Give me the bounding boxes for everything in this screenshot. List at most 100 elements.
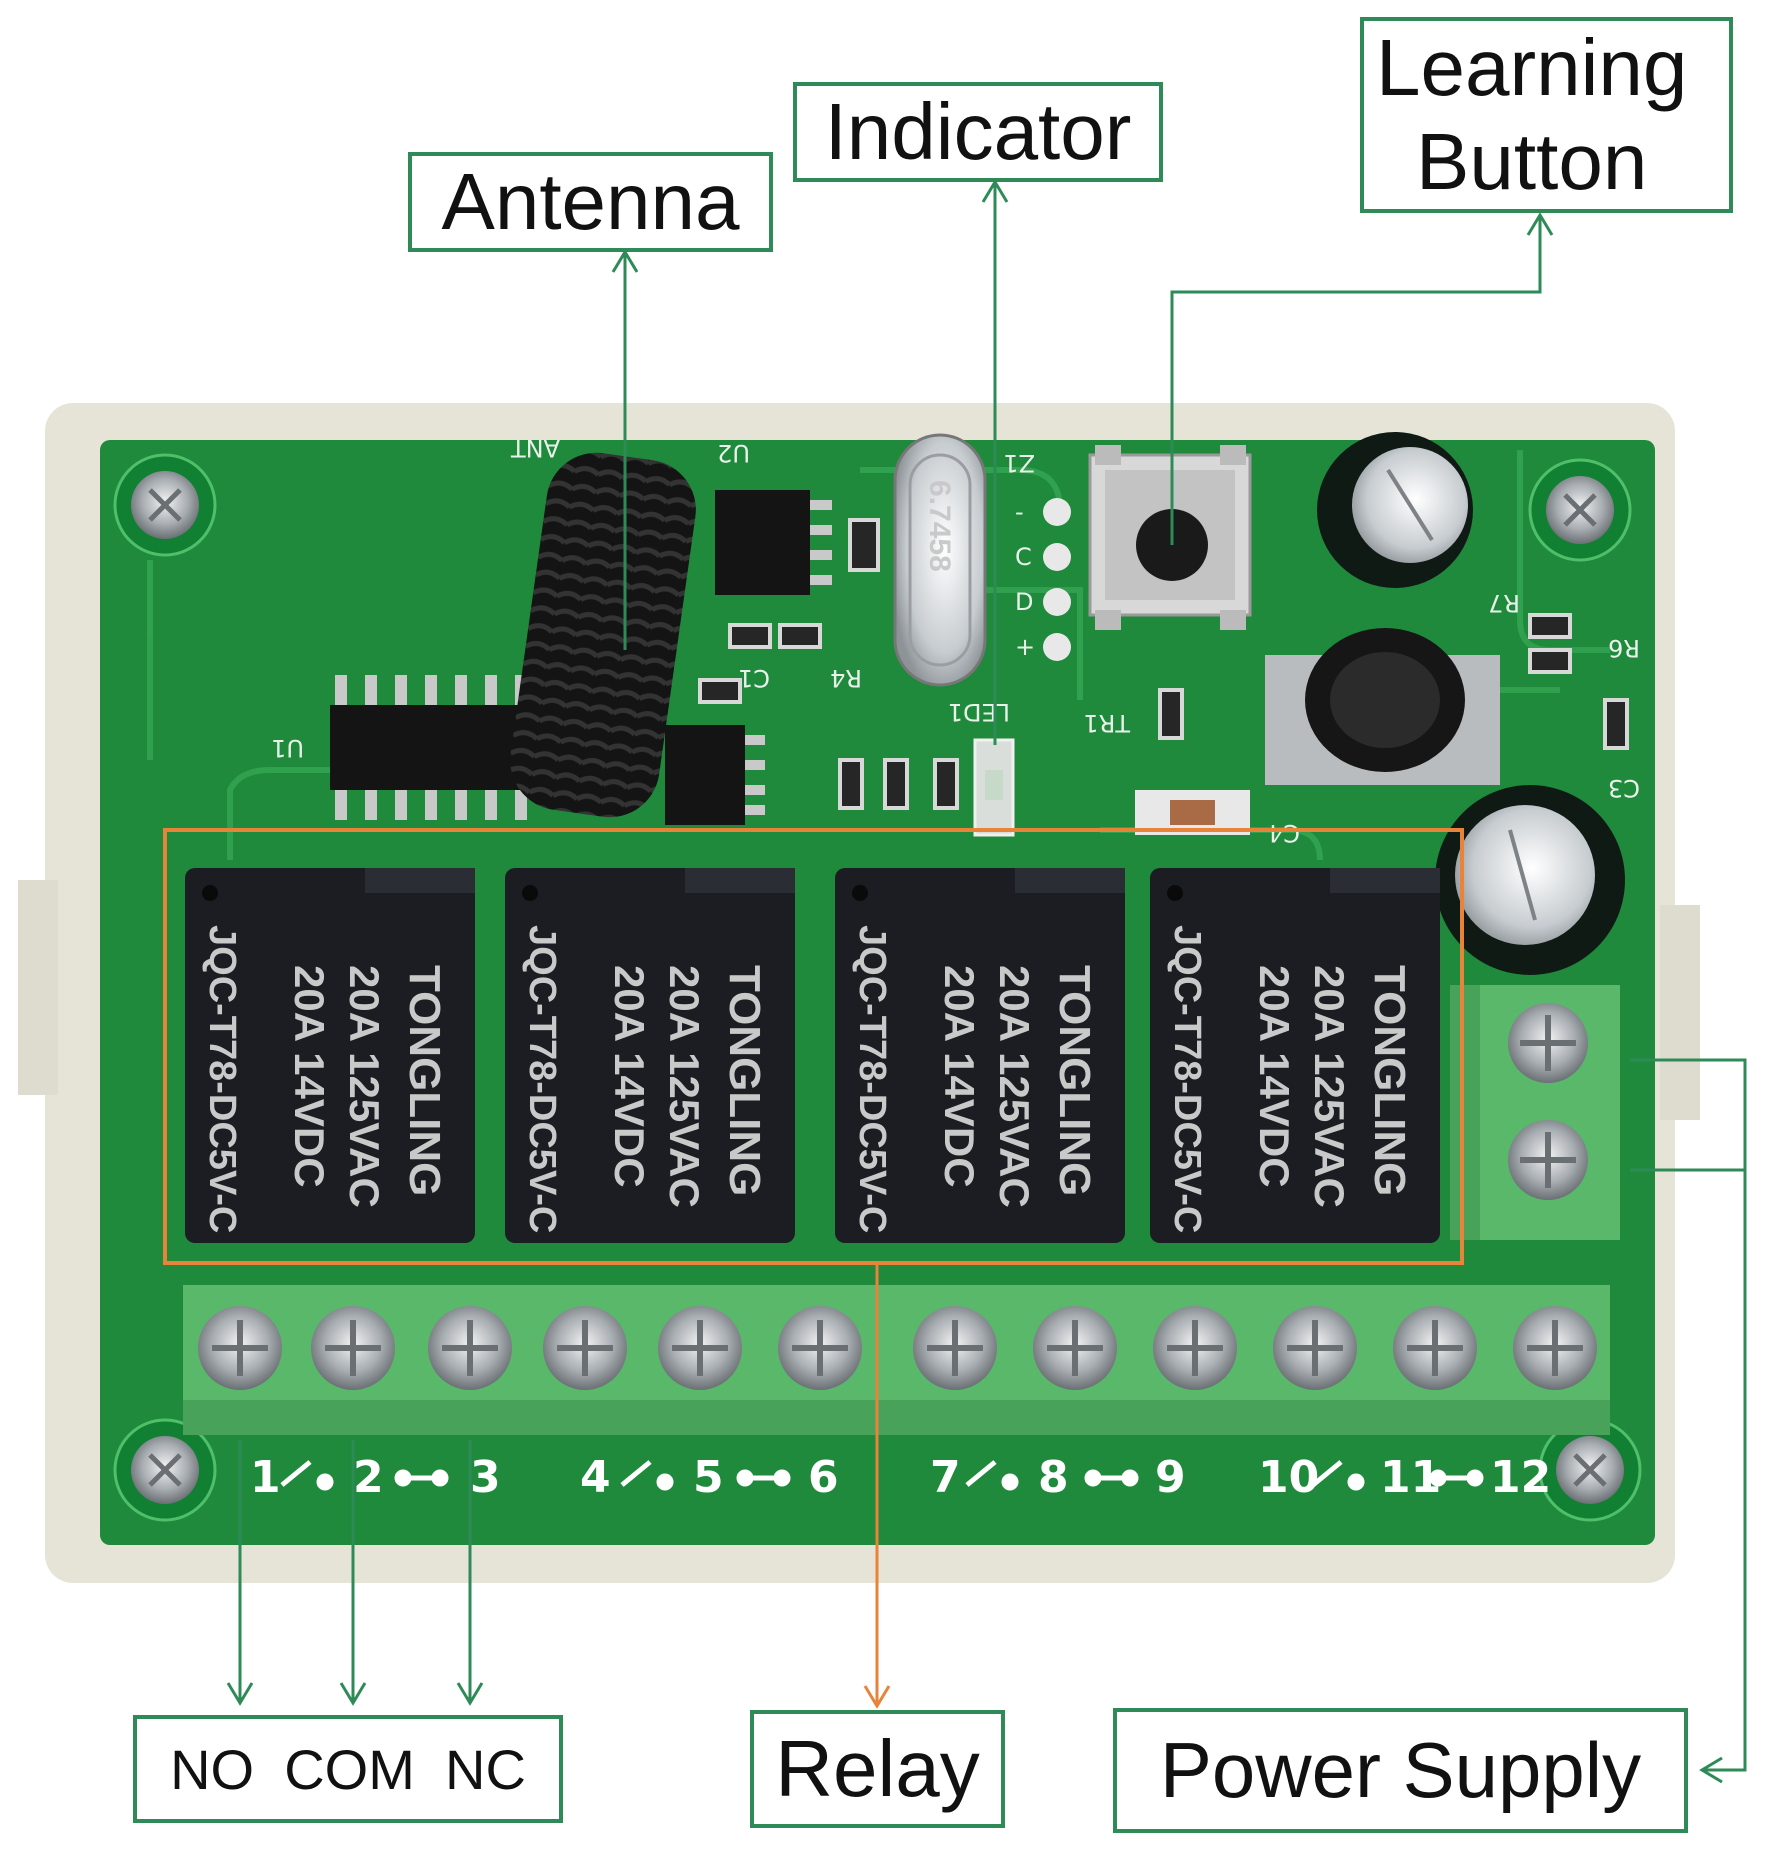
relay-1-model: JQC-T78-DC5V-C [201, 925, 243, 1233]
crystal-oscillator: 6.7458 [893, 433, 987, 687]
relay-4-rating1: 20A 125VAC [1306, 965, 1353, 1208]
terminal-screw-12 [1513, 1306, 1597, 1390]
relay-2 [505, 868, 795, 1243]
terminal-number-3: 3 [470, 1452, 501, 1503]
relay-3-brand: TONGLING [1050, 965, 1099, 1196]
terminal-screws [198, 1306, 1597, 1390]
relay-1 [185, 868, 475, 1243]
relay-4-rating2: 20A 14VDC [1251, 965, 1298, 1188]
silk-u1: U1 [271, 734, 304, 762]
terminal-screw-4 [543, 1306, 627, 1390]
relay-highlight-box [163, 828, 1464, 1265]
header-pads [1043, 498, 1071, 661]
smd-components [698, 518, 1629, 810]
power-terminal-block [1450, 985, 1620, 1240]
silk-c1: C1 [738, 664, 770, 692]
indicator-label: Indicator [824, 87, 1132, 176]
relay-3-model: JQC-T78-DC5V-C [851, 925, 893, 1233]
learning-leader [1170, 218, 1542, 545]
relay-2-brand: TONGLING [720, 965, 769, 1196]
chip-u3 [665, 725, 765, 825]
terminal-number-7: 7 [930, 1452, 961, 1503]
relay-2-rating2: 20A 14VDC [606, 965, 653, 1188]
terminal-number-4: 4 [580, 1452, 611, 1503]
terminal-screw-2 [311, 1306, 395, 1390]
relay-4-markings: TONGLING 20A 125VAC 20A 14VDC JQC-T78-DC… [1166, 925, 1414, 1233]
relay-1-rating2: 20A 14VDC [286, 965, 333, 1188]
relay-1-rating1: 20A 125VAC [341, 965, 388, 1208]
antenna-arrowhead [611, 249, 639, 273]
terminal-screw-9 [1153, 1306, 1237, 1390]
power-supply-callout: Power Supply [1113, 1708, 1688, 1833]
indicator-callout: Indicator [793, 82, 1163, 182]
enclosure-tab-right [1660, 905, 1700, 1120]
learning-button-callout: Learning Button [1360, 17, 1733, 213]
silk-c4: C4 [1268, 819, 1300, 847]
screw-top-right [1528, 458, 1632, 562]
no-arrowhead [226, 1682, 254, 1706]
relay-1-markings: TONGLING 20A 125VAC 20A 14VDC JQC-T78-DC… [201, 925, 449, 1233]
terminal-number-10: 10 [1258, 1452, 1319, 1503]
relay-4-brand: TONGLING [1365, 965, 1414, 1196]
relay-3-rating1: 20A 125VAC [991, 965, 1038, 1208]
silk-tr1: TR1 [1083, 709, 1131, 737]
terminal-number-6: 6 [808, 1452, 839, 1503]
silk-header-1: C [1015, 543, 1032, 571]
silk-u2: U2 [717, 439, 750, 467]
antenna-callout: Antenna [408, 152, 773, 252]
electrolytic-capacitor-top [1317, 432, 1473, 588]
silk-z1: Z1 [1003, 449, 1035, 477]
indicator-arrowhead [981, 179, 1009, 203]
leader-lines [226, 179, 1747, 1784]
relay-arrowhead [863, 1685, 891, 1709]
terminal-number-8: 8 [1038, 1452, 1069, 1503]
silk-r7: R7 [1488, 589, 1520, 617]
relay-3-markings: TONGLING 20A 125VAC 20A 14VDC JQC-T78-DC… [851, 925, 1099, 1233]
terminal-number-9: 9 [1155, 1452, 1186, 1503]
com-label: COM [284, 1737, 415, 1801]
indicator-led [973, 738, 1015, 837]
terminal-screw-11 [1393, 1306, 1477, 1390]
inductor [1265, 628, 1500, 785]
com-arrowhead [339, 1682, 367, 1706]
contact-symbols [280, 1460, 1484, 1491]
learning-arrowhead [1526, 212, 1554, 236]
relay-label: Relay [775, 1724, 980, 1813]
screw-bottom-left [113, 1418, 217, 1522]
no-com-nc-callout: NO COM NC [133, 1715, 563, 1823]
silk-header-3: + [1015, 633, 1035, 661]
chip-u2 [715, 490, 832, 595]
terminal-screw-6 [778, 1306, 862, 1390]
silk-ant: ANT [511, 434, 560, 462]
enclosure-tab-left [18, 880, 58, 1095]
terminal-number-11: 11 [1380, 1452, 1441, 1503]
silk-led1: LED1 [948, 698, 1010, 726]
nc-label: NC [445, 1737, 526, 1801]
terminal-screw-3 [428, 1306, 512, 1390]
no-label: NO [170, 1737, 255, 1801]
terminal-number-12: 12 [1490, 1452, 1551, 1503]
power-leader [1630, 1058, 1747, 1772]
relay-2-markings: TONGLING 20A 125VAC 20A 14VDC JQC-T78-DC… [521, 925, 769, 1233]
terminal-block-right [905, 1285, 1610, 1435]
svg-text:6.7458: 6.7458 [923, 480, 956, 572]
relay-2-rating1: 20A 125VAC [661, 965, 708, 1208]
terminal-screw-5 [658, 1306, 742, 1390]
terminal-screw-10 [1273, 1306, 1357, 1390]
relay-2-model: JQC-T78-DC5V-C [521, 925, 563, 1233]
learning-label-line1: Learning [1376, 23, 1688, 112]
relay-leader-group [863, 1263, 891, 1709]
terminal-screw-8 [1033, 1306, 1117, 1390]
screw-top-left [113, 453, 217, 557]
silk-c3: C3 [1608, 774, 1640, 802]
relay-3-rating2: 20A 14VDC [936, 965, 983, 1188]
silk-r4: R4 [830, 664, 862, 692]
electrolytic-capacitor-right [1435, 785, 1625, 975]
silk-header-0: - [1015, 498, 1024, 526]
learning-button-label: Learning Button [1376, 21, 1687, 209]
ceramic-capacitor [1135, 790, 1250, 835]
terminal-screw-7 [913, 1306, 997, 1390]
relay-1-brand: TONGLING [400, 965, 449, 1196]
relay-callout: Relay [750, 1710, 1005, 1828]
